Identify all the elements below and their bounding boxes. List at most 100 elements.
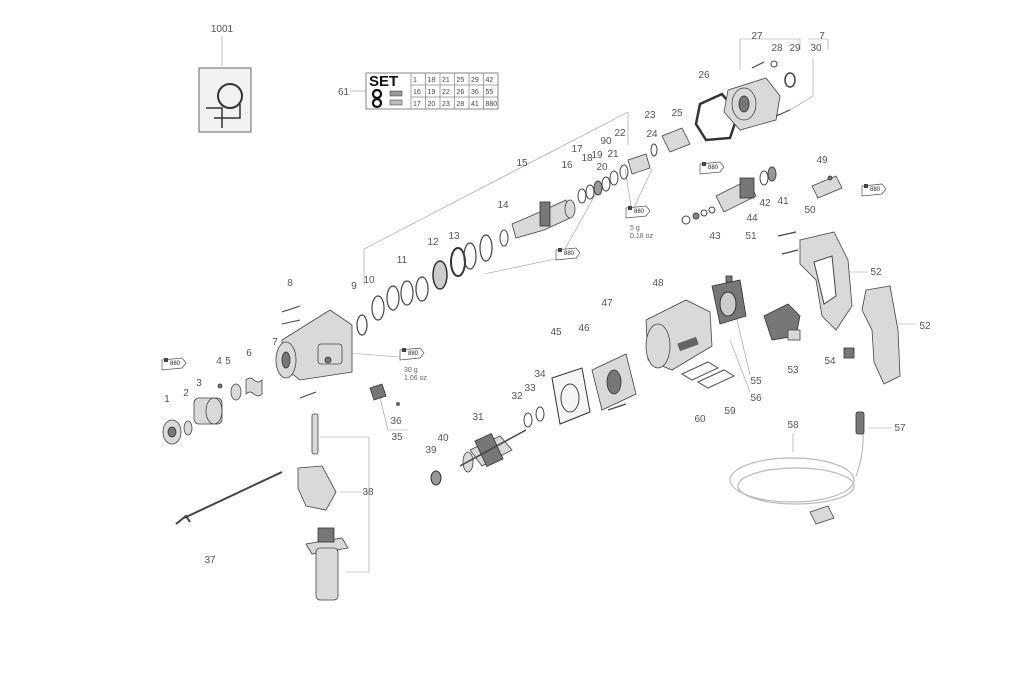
callout-bearing-flange: 27 (751, 31, 763, 42)
callout-ring: 90 (600, 136, 612, 147)
svg-text:880: 880 (634, 209, 645, 215)
callout-ring: 17 (571, 144, 583, 155)
callout-screw: 50 (804, 205, 816, 216)
handle-shells (777, 231, 901, 385)
callout-field: 46 (578, 323, 590, 334)
callout-depth-stop: 37 (204, 555, 216, 566)
intermediate-shaft (681, 166, 777, 225)
callout-switch: 35 (391, 432, 403, 443)
set-cell: 25 (457, 77, 465, 84)
depth-stop (175, 471, 283, 525)
set-cell: 29 (471, 77, 479, 84)
set-cell: 36 (471, 89, 479, 96)
callout-gear-housing: 7 (272, 337, 278, 348)
callout-spring: 6 (246, 348, 252, 359)
callout-ring: 14 (497, 200, 509, 211)
callout-screw: 51 (745, 231, 757, 242)
svg-text:880: 880 (870, 187, 881, 193)
callout-ring: 10 (363, 275, 375, 286)
armature (430, 406, 545, 486)
callout-handle-shell: 52 (919, 321, 931, 332)
labels-59-60 (680, 361, 736, 389)
callout-fan: 40 (437, 433, 449, 444)
callout-plate: 34 (534, 369, 546, 380)
callout-side-handle: 38 (362, 487, 374, 498)
manual-thumbnail: 1001 (198, 24, 252, 133)
callout-washer: 28 (771, 43, 783, 54)
callout-chuck-cap: 1 (164, 394, 170, 405)
callout-cable-sleeve: 57 (894, 423, 906, 434)
hammer-tube (511, 127, 691, 239)
svg-text:880: 880 (564, 251, 575, 257)
set-cell: 20 (428, 101, 436, 108)
callout-ring: 21 (607, 149, 619, 160)
set-cell: 16 (413, 89, 421, 96)
callout-brush-holder: 49 (816, 155, 828, 166)
set-cell: 18 (428, 77, 436, 84)
callout-label: 60 (694, 414, 706, 425)
set-cell: 19 (428, 89, 436, 96)
lubricant-tag-880: 880 (699, 161, 725, 175)
mains-cable (729, 411, 865, 525)
callout-pin: 36 (390, 416, 402, 427)
callout-gear: 13 (448, 231, 460, 242)
callout-ring: 19 (591, 150, 603, 161)
lubricant-tag-880: 880 (399, 347, 425, 361)
callout-label: 59 (724, 406, 736, 417)
callout-ring: 11 (397, 255, 408, 266)
set-title: SET (369, 73, 398, 90)
lube-note-2-line2: 1.06 oz (404, 375, 427, 382)
callout-ring: 41 (777, 196, 789, 207)
set-cell: 17 (413, 101, 421, 108)
callout-bearing: 32 (511, 391, 523, 402)
callout-bearing: 43 (709, 231, 721, 242)
set-cell: 41 (471, 101, 479, 108)
svg-text:880: 880 (408, 351, 419, 357)
callout-brush-holder: 55 (750, 376, 762, 387)
set-cell: 1 (413, 77, 417, 84)
set-cell: 28 (457, 101, 465, 108)
brush-holder-49 (811, 175, 843, 199)
set-cell: 42 (486, 77, 494, 84)
brush-holder-55 (711, 275, 747, 325)
callout-ring: 16 (561, 160, 573, 171)
callout-ring: 18 (581, 153, 593, 164)
callout-ring: 2 (183, 388, 189, 399)
callout-mains-cable: 58 (787, 420, 799, 431)
bearing-flange-assembly (694, 60, 796, 142)
lubricant-tag-880: 880 (625, 205, 651, 219)
gear-housing (275, 305, 353, 399)
callout-ring: 42 (759, 198, 771, 209)
callout-sleeve: 25 (671, 108, 683, 119)
callout-piston: 23 (644, 110, 656, 121)
set-cell: 22 (442, 89, 450, 96)
chuck-assembly (162, 377, 263, 445)
svg-text:880: 880 (708, 165, 719, 171)
side-handle (297, 413, 349, 601)
leader-lines (320, 38, 916, 573)
callout-washer: 5 (225, 356, 231, 367)
callout-ring: 22 (614, 128, 626, 139)
field (591, 353, 637, 411)
callout-bearing: 39 (425, 445, 437, 456)
callout-switch: 53 (787, 365, 799, 376)
set-cell: 21 (442, 77, 450, 84)
lube-note-1-line1: 5 g (630, 225, 640, 232)
lubricant-tag-880: 880 (161, 357, 187, 371)
callout-gasket: 26 (698, 70, 710, 81)
callout-handle-shell: 52 (870, 267, 882, 278)
air-guide (551, 367, 591, 425)
lubricant-tags: 880 880 880 880 880 880 (161, 161, 887, 371)
callout-screw: 30 (810, 43, 822, 54)
callout-ball: 4 (216, 356, 222, 367)
lube-note-2-line1: 30 g (404, 367, 418, 374)
set-label: 61 (338, 87, 350, 98)
document-label: 1001 (211, 24, 234, 35)
callout-armature: 31 (472, 412, 484, 423)
lube-note-1-line2: 0.18 oz (630, 233, 653, 240)
callout-carbon-brush: 56 (750, 393, 762, 404)
callout-o-ring: 24 (646, 129, 658, 140)
callout-ring: 20 (596, 162, 608, 173)
